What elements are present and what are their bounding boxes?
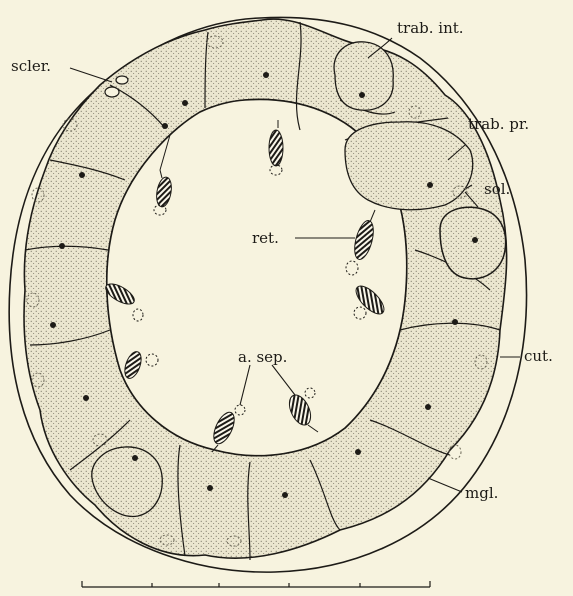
nucleus: [359, 92, 365, 98]
nucleus: [79, 172, 85, 178]
label-trab-int: trab. int.: [397, 19, 464, 37]
nucleus: [425, 404, 431, 410]
label-trab-pr: trab. pr.: [468, 115, 529, 133]
label-a-sep: a. sep.: [238, 348, 287, 366]
nucleus: [207, 485, 213, 491]
nucleus: [472, 237, 478, 243]
nucleus: [162, 123, 168, 129]
nucleus-outline: [449, 445, 461, 459]
label-ret: ret.: [252, 229, 279, 247]
nucleus: [50, 322, 56, 328]
nucleus: [452, 319, 458, 325]
cell-sol: [440, 207, 506, 278]
label-mgl: mgl.: [465, 484, 498, 502]
nucleus: [132, 455, 138, 461]
cell-trab-pr: [345, 122, 473, 210]
nucleus: [282, 492, 288, 498]
nucleus: [83, 395, 89, 401]
label-scler: scler.: [11, 57, 51, 75]
nucleus: [263, 72, 269, 78]
cell-trab-int: [334, 42, 393, 110]
label-cut: cut.: [524, 347, 553, 365]
nucleus: [427, 182, 433, 188]
nucleus: [182, 100, 188, 106]
label-sol: sol.: [484, 180, 510, 198]
scale-bar: [82, 581, 430, 587]
nucleus: [355, 449, 361, 455]
nucleus: [59, 243, 65, 249]
